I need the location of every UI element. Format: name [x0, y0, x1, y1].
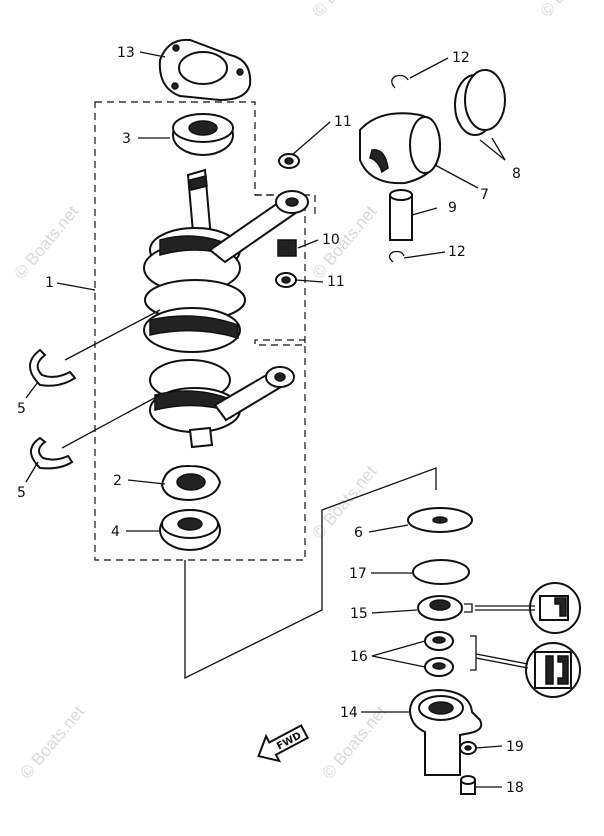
clip-5-lower: [30, 436, 74, 470]
seal-detail-upper: [464, 582, 581, 634]
callout-11-bottom: 11: [327, 274, 345, 290]
callout-4: 4: [111, 524, 120, 540]
bolt-18: [460, 775, 476, 795]
seal-detail-lower: [470, 635, 581, 698]
callout-13: 13: [117, 45, 135, 61]
callout-12-bottom: 12: [448, 244, 466, 260]
washer-6: [407, 507, 473, 533]
bearing-4: [159, 509, 221, 551]
connecting-rod-upper: [208, 190, 309, 264]
seals-16: [424, 631, 454, 677]
callout-5-lower: 5: [17, 485, 26, 501]
callout-3: 3: [122, 131, 131, 147]
callout-14: 14: [340, 705, 358, 721]
gasket-13: [158, 38, 252, 102]
needle-bearing-10: [277, 239, 297, 257]
watermark-2: © Boats.net: [309, 202, 381, 283]
clip-5-upper: [29, 348, 77, 387]
callout-9: 9: [448, 200, 457, 216]
watermark-4: © Boats.net: [17, 702, 89, 783]
callout-labels: 13 3 12 11 8 7 9 10 12 11 1 5 5 2 4 6 17…: [17, 45, 524, 796]
piston-rings-8: [454, 69, 506, 136]
callout-15: 15: [350, 606, 368, 622]
clip-12-top: [391, 74, 409, 89]
bearing-3: [172, 113, 234, 156]
callout-11-top: 11: [334, 114, 352, 130]
crankshaft-assembly-box: [94, 101, 306, 561]
piston-pin-9: [389, 189, 413, 241]
callout-18: 18: [506, 780, 524, 796]
washer-11-bottom: [275, 272, 297, 288]
callout-12-top: 12: [452, 50, 470, 66]
callout-19: 19: [506, 739, 524, 755]
callout-leaders: [25, 51, 506, 788]
watermark-1: © Boats.net: [11, 202, 83, 283]
housing-14: [408, 688, 483, 776]
clip-12-bottom: [388, 250, 405, 263]
callout-7: 7: [480, 187, 489, 203]
callout-8: 8: [512, 166, 521, 182]
watermark-6: © Boats.net: [309, 0, 381, 21]
callout-1: 1: [45, 275, 54, 291]
callout-16: 16: [350, 649, 368, 665]
washer-19: [459, 741, 477, 755]
callout-17: 17: [349, 566, 367, 582]
callout-5-upper: 5: [17, 401, 26, 417]
piston-7: [359, 112, 442, 185]
dashed-link-piston: [255, 194, 316, 215]
callout-6: 6: [354, 525, 363, 541]
seal-15: [417, 595, 463, 621]
callout-2: 2: [113, 473, 122, 489]
housing-leader-line: [184, 467, 437, 680]
washer-11-top: [278, 153, 300, 169]
seal-plate-2: [160, 464, 222, 502]
fwd-arrow: FWD: [257, 724, 310, 763]
callout-10: 10: [322, 232, 340, 248]
connecting-rod-lower: [213, 366, 295, 422]
o-ring-17: [412, 559, 470, 585]
watermark-7: © Boats.net: [537, 0, 604, 21]
